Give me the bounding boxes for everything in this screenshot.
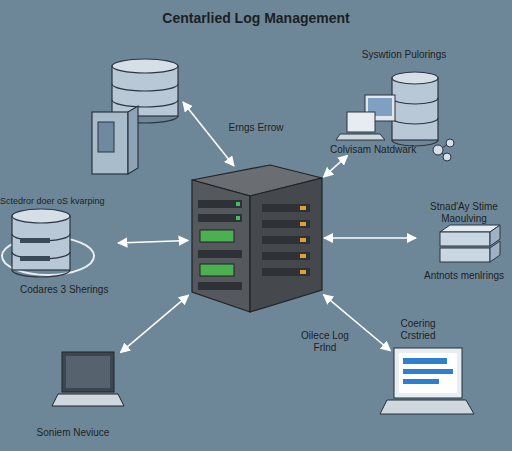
box-front xyxy=(440,248,490,262)
status-light xyxy=(300,238,306,242)
drive-bay xyxy=(198,200,242,208)
arrow-connector xyxy=(121,295,189,352)
tower-side xyxy=(128,106,138,174)
status-light xyxy=(300,270,306,274)
drive-bay xyxy=(262,204,310,212)
node-caption: Codares 3 Sherings xyxy=(20,284,116,296)
device-node: Syswtion PuloringsColvisam Natdwark xyxy=(345,62,455,154)
device-node: Sctedror doer oS kvarpingCodares 3 Sheri… xyxy=(0,192,116,298)
node-heading: Erngs Errow xyxy=(218,122,294,134)
node-caption: Colvisam Natdwark xyxy=(330,144,422,156)
drive-bay xyxy=(262,268,310,276)
drive-bay xyxy=(198,250,242,258)
laptop-base xyxy=(336,134,385,140)
node-heading: Stnad'Ay Stime Maoulving xyxy=(418,201,510,225)
drive-bay xyxy=(262,220,310,228)
arrow-connector xyxy=(324,237,416,239)
laptop-base xyxy=(380,400,474,414)
box-side xyxy=(490,241,500,262)
server-front xyxy=(192,180,250,312)
device-node: Erngs Errow xyxy=(190,163,322,313)
db-band xyxy=(12,234,70,277)
node-heading: Coering Crstried xyxy=(390,318,446,342)
drive-bay xyxy=(198,282,242,290)
laptop-screen xyxy=(394,348,462,398)
server-side xyxy=(250,178,322,312)
laptop-display xyxy=(399,353,457,393)
arrow-connector xyxy=(324,295,391,351)
status-light xyxy=(236,202,240,206)
laptop-base xyxy=(52,394,124,406)
db-slot xyxy=(20,238,50,243)
drive-bay xyxy=(262,252,310,260)
status-panel xyxy=(200,230,234,242)
node-heading: Sctedror doer oS kvarping xyxy=(0,195,118,207)
tower-panel xyxy=(98,122,114,152)
laptop-display xyxy=(66,356,110,388)
box-front xyxy=(440,232,490,246)
arrow-connector xyxy=(118,240,188,242)
db-cylinder-top xyxy=(112,59,178,73)
drive-bay xyxy=(262,236,310,244)
diagram-title: Centarlied Log Management xyxy=(100,10,412,26)
status-panel xyxy=(200,264,234,276)
laptop-screen xyxy=(62,352,114,392)
screen-bar xyxy=(403,369,453,374)
network-dot xyxy=(443,153,451,161)
drive-bay xyxy=(198,214,242,222)
status-light xyxy=(300,222,306,226)
device-node: Soniem Neviuce xyxy=(55,348,119,414)
device-node: Stnad'Ay Stime MaoulvingAntnots menlring… xyxy=(418,198,510,278)
status-light xyxy=(236,216,240,220)
db-cylinder xyxy=(392,78,438,140)
device-node: Coering Crstried xyxy=(392,350,466,416)
network-dot xyxy=(446,139,454,147)
node-heading: Syswtion Pulorings xyxy=(352,49,456,61)
tower-device xyxy=(92,112,128,174)
arrow-connector xyxy=(323,155,347,177)
db-cylinder-top xyxy=(392,72,438,84)
network-dot xyxy=(433,145,443,155)
node-caption: Antnots menlrings xyxy=(414,270,512,282)
db-cylinder-top xyxy=(12,209,70,223)
screen-bar xyxy=(403,379,439,384)
edge-label: Oilece Log Frlnd xyxy=(300,330,350,354)
db-band xyxy=(392,98,438,146)
db-cylinder xyxy=(12,216,70,270)
status-light xyxy=(300,206,306,210)
arrow-line xyxy=(183,102,234,166)
laptop-screen xyxy=(347,112,375,132)
db-slot xyxy=(20,256,50,261)
status-light xyxy=(300,254,306,258)
node-heading: Soniem Neviuce xyxy=(28,427,118,439)
screen-bar xyxy=(403,358,447,364)
